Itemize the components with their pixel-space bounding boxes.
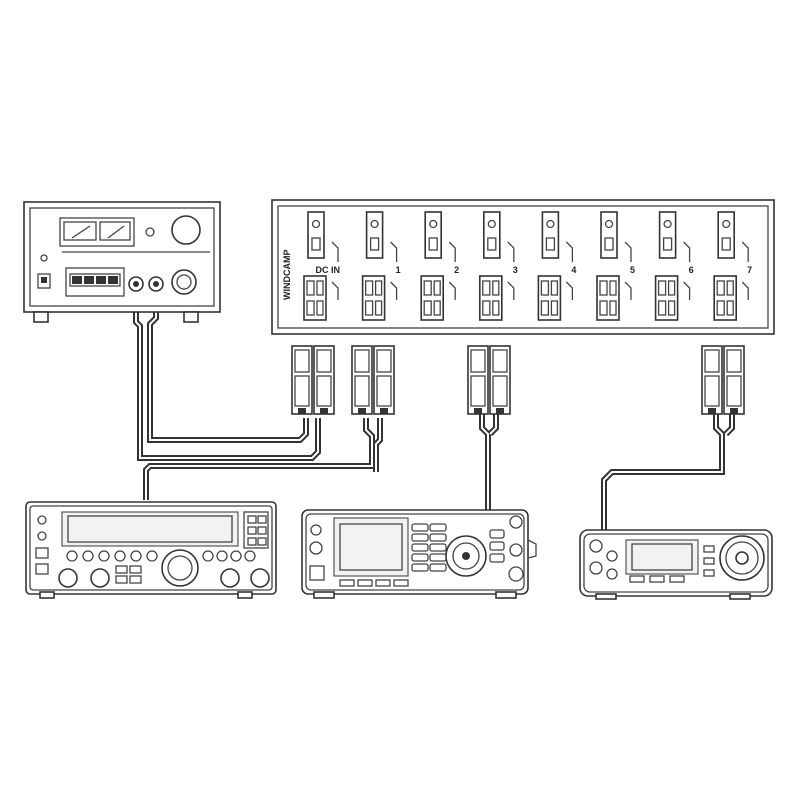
radio-mobile-transceiver: [579, 529, 773, 600]
port-label: 1: [396, 265, 401, 275]
cable-connector-to-radio-2: [479, 414, 499, 510]
power-switch: [37, 273, 51, 289]
radio3-display: [625, 539, 699, 575]
connector-plugs: [291, 345, 745, 415]
brand-label: WINDCAMP: [282, 250, 292, 301]
port-dc-in: DC IN: [303, 211, 341, 321]
connector-plug-3: [467, 345, 511, 415]
radio-all-mode-transceiver: [301, 509, 537, 599]
port-label: 3: [513, 265, 518, 275]
port-label: 5: [630, 265, 635, 275]
port-2: 2: [420, 211, 459, 321]
radio1-vfo-knob: [161, 549, 199, 587]
power-distributor: WINDCAMP DC IN 1 2 3 4 5 6 7: [271, 199, 775, 335]
cable-psu-to-connector-2: [147, 296, 309, 443]
port-label: 6: [689, 265, 694, 275]
port-1: 1: [361, 211, 401, 321]
cable-connector-to-radio-3: [601, 414, 735, 530]
meter-panel: [59, 217, 135, 247]
port-label: DC IN: [316, 265, 341, 275]
port-label: 2: [454, 265, 459, 275]
port-3: 3: [478, 211, 518, 321]
radio2-touch-screen: [333, 517, 409, 577]
port-row: DC IN 1 2 3 4 5 6 7: [303, 211, 752, 321]
connector-plug-1: [291, 345, 335, 415]
port-7: 7: [713, 211, 752, 321]
port-6: 6: [654, 211, 694, 321]
cable-connector-to-radio-1: [143, 418, 383, 500]
cables: [133, 296, 735, 530]
voltage-knob: [171, 215, 201, 245]
radio1-display: [61, 511, 239, 547]
terminal-block: [65, 267, 125, 297]
port-5: 5: [596, 211, 635, 321]
port-label: 7: [747, 265, 752, 275]
power-supply: [23, 201, 221, 323]
port-label: 4: [571, 265, 576, 275]
radio-hf-transceiver: [25, 501, 277, 599]
connector-plug-4: [701, 345, 745, 415]
connector-plug-2: [351, 345, 395, 415]
port-4: 4: [537, 211, 576, 321]
cable-psu-to-connector-1: [133, 296, 321, 461]
